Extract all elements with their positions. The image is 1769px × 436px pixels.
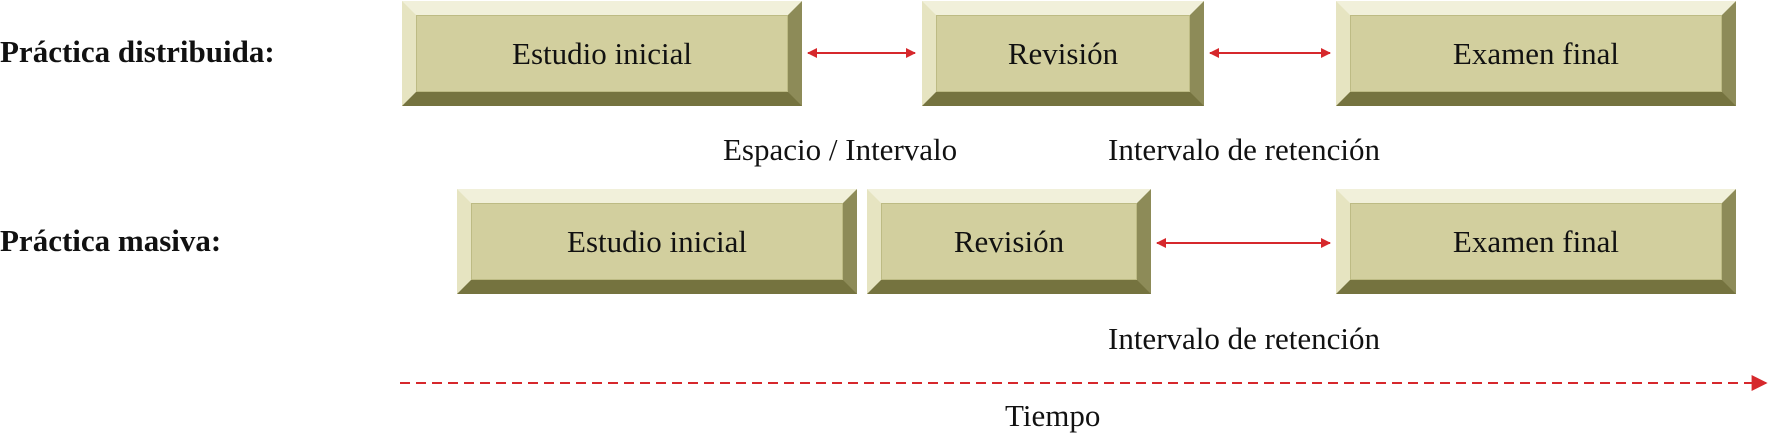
box-massed-initial-study: Estudio inicial <box>457 189 857 294</box>
row-label-massed: Práctica masiva: <box>0 223 222 258</box>
label-spacing-interval: Espacio / Intervalo <box>723 132 958 167</box>
box-distributed-review: Revisión <box>922 1 1204 106</box>
box-distributed-final-exam: Examen final <box>1336 1 1736 106</box>
box-distributed-initial-study-label: Estudio inicial <box>512 36 692 71</box>
box-massed-review: Revisión <box>867 189 1151 294</box>
row-label-distributed: Práctica distribuida: <box>0 34 275 69</box>
box-massed-review-label: Revisión <box>953 224 1065 259</box>
time-axis-label: Tiempo <box>1005 398 1101 433</box>
box-distributed-review-label: Revisión <box>1007 36 1119 71</box>
box-distributed-initial-study: Estudio inicial <box>402 1 802 106</box>
box-distributed-final-exam-label: Examen final <box>1452 36 1620 71</box>
box-massed-final-exam-label: Examen final <box>1452 224 1620 259</box>
box-massed-final-exam: Examen final <box>1336 189 1736 294</box>
label-retention-interval-distributed: Intervalo de retención <box>1108 132 1380 167</box>
box-massed-initial-study-label: Estudio inicial <box>567 224 747 259</box>
label-retention-interval-massed: Intervalo de retención <box>1108 321 1380 356</box>
